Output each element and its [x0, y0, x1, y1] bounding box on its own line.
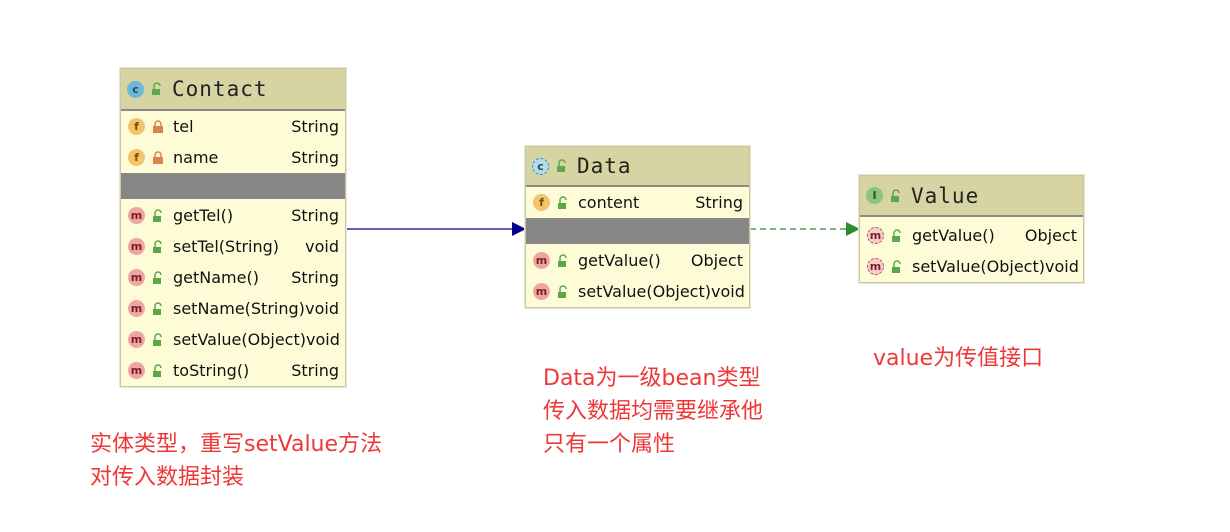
note-line: 只有一个属性: [543, 432, 676, 457]
method-return-type: void: [305, 330, 340, 349]
field-type: String: [291, 148, 339, 167]
field-row[interactable]: f content String: [526, 187, 749, 218]
note-line: 传入数据均需要继承他: [543, 399, 764, 424]
class-contact[interactable]: c Contact f tel String f name String m g…: [120, 68, 346, 387]
public-unlock-icon: [892, 259, 901, 273]
method-return-type: Object: [690, 251, 743, 270]
method-name: getTel(): [173, 206, 234, 225]
method-return-type: void: [305, 299, 339, 318]
public-unlock-icon: [153, 332, 162, 346]
note-data: Data为一级bean类型 传入数据均需要继承他 只有一个属性: [543, 362, 763, 461]
method-return-type: void: [710, 282, 745, 301]
class-header: c Contact: [121, 69, 345, 111]
public-unlock-icon: [891, 188, 900, 202]
field-type: String: [695, 193, 743, 212]
class-icon: c: [127, 80, 144, 98]
method-name: setValue(Object): [578, 282, 711, 301]
method-list: m getValue() Object m setValue(Object) v…: [860, 217, 1083, 282]
method-return-type: void: [1044, 257, 1079, 276]
private-lock-icon: [153, 119, 163, 133]
interface-icon: I: [866, 187, 883, 204]
field-list: f tel String f name String: [121, 111, 345, 173]
method-row[interactable]: m toString() String: [121, 355, 345, 386]
constructor-separator: [526, 218, 749, 244]
method-icon: m: [533, 283, 550, 300]
method-row[interactable]: m getValue() Object: [526, 245, 749, 276]
field-icon: f: [128, 118, 145, 135]
note-line: 实体类型，重写setValue方法: [90, 432, 383, 457]
public-unlock-icon: [152, 82, 161, 95]
method-return-type: String: [291, 268, 339, 287]
method-icon: m: [128, 269, 145, 286]
abstract-method-icon: m: [867, 227, 884, 244]
method-icon: m: [533, 252, 550, 269]
interface-value[interactable]: I Value m getValue() Object m setValue(O…: [859, 175, 1084, 283]
public-unlock-icon: [153, 363, 162, 377]
public-unlock-icon: [558, 284, 567, 298]
method-icon: m: [128, 331, 145, 348]
method-row[interactable]: m getTel() String: [121, 200, 345, 231]
public-unlock-icon: [153, 239, 162, 253]
class-data[interactable]: c Data f content String m getValue() Obj…: [525, 146, 750, 308]
abstract-method-icon: m: [867, 258, 884, 275]
field-list: f content String: [526, 187, 749, 218]
method-return-type: String: [291, 206, 339, 225]
method-row[interactable]: m setValue(Object) void: [860, 251, 1083, 282]
method-name: toString(): [173, 361, 250, 380]
public-unlock-icon: [558, 195, 567, 209]
method-row[interactable]: m getName() String: [121, 262, 345, 293]
public-unlock-icon: [557, 159, 566, 172]
constructor-separator: [121, 173, 345, 199]
note-contact: 实体类型，重写setValue方法 对传入数据封装: [90, 428, 382, 494]
field-name: content: [578, 193, 640, 212]
method-list: m getValue() Object m setValue(Object) v…: [526, 244, 749, 307]
public-unlock-icon: [153, 301, 162, 315]
class-header: c Data: [526, 147, 749, 187]
method-name: setTel(String): [173, 237, 280, 256]
method-name: getValue(): [912, 226, 995, 245]
field-row[interactable]: f tel String: [121, 111, 345, 142]
method-row[interactable]: m setValue(Object) void: [526, 276, 749, 307]
method-return-type: Object: [1024, 226, 1077, 245]
method-row[interactable]: m setValue(Object) void: [121, 324, 345, 355]
public-unlock-icon: [892, 228, 901, 242]
class-icon: c: [532, 157, 549, 175]
method-row[interactable]: m getValue() Object: [860, 220, 1083, 251]
method-list: m getTel() String m setTel(String) void …: [121, 199, 345, 386]
note-value: value为传值接口: [873, 342, 1043, 375]
method-icon: m: [128, 238, 145, 255]
method-row[interactable]: m setName(String) void: [121, 293, 345, 324]
field-type: String: [291, 117, 339, 136]
note-line: value为传值接口: [873, 346, 1044, 371]
note-line: 对传入数据封装: [90, 465, 245, 490]
method-icon: m: [128, 362, 145, 379]
method-name: getName(): [173, 268, 259, 287]
interface-name: Value: [911, 183, 980, 208]
method-name: setValue(Object): [912, 257, 1045, 276]
field-icon: f: [533, 194, 550, 211]
field-name: name: [173, 148, 219, 167]
method-name: setName(String): [173, 299, 305, 318]
field-icon: f: [128, 149, 145, 166]
method-return-type: void: [305, 237, 339, 256]
method-name: getValue(): [578, 251, 661, 270]
class-name: Data: [577, 154, 632, 178]
field-name: tel: [173, 117, 194, 136]
public-unlock-icon: [153, 208, 162, 222]
public-unlock-icon: [558, 253, 567, 267]
private-lock-icon: [153, 150, 163, 164]
class-name: Contact: [172, 77, 268, 101]
method-name: setValue(Object): [173, 330, 306, 349]
interface-header: I Value: [860, 176, 1083, 217]
field-row[interactable]: f name String: [121, 142, 345, 173]
public-unlock-icon: [153, 270, 162, 284]
method-row[interactable]: m setTel(String) void: [121, 231, 345, 262]
method-icon: m: [128, 207, 145, 224]
method-return-type: String: [291, 361, 339, 380]
method-icon: m: [128, 300, 145, 317]
note-line: Data为一级bean类型: [543, 366, 761, 391]
